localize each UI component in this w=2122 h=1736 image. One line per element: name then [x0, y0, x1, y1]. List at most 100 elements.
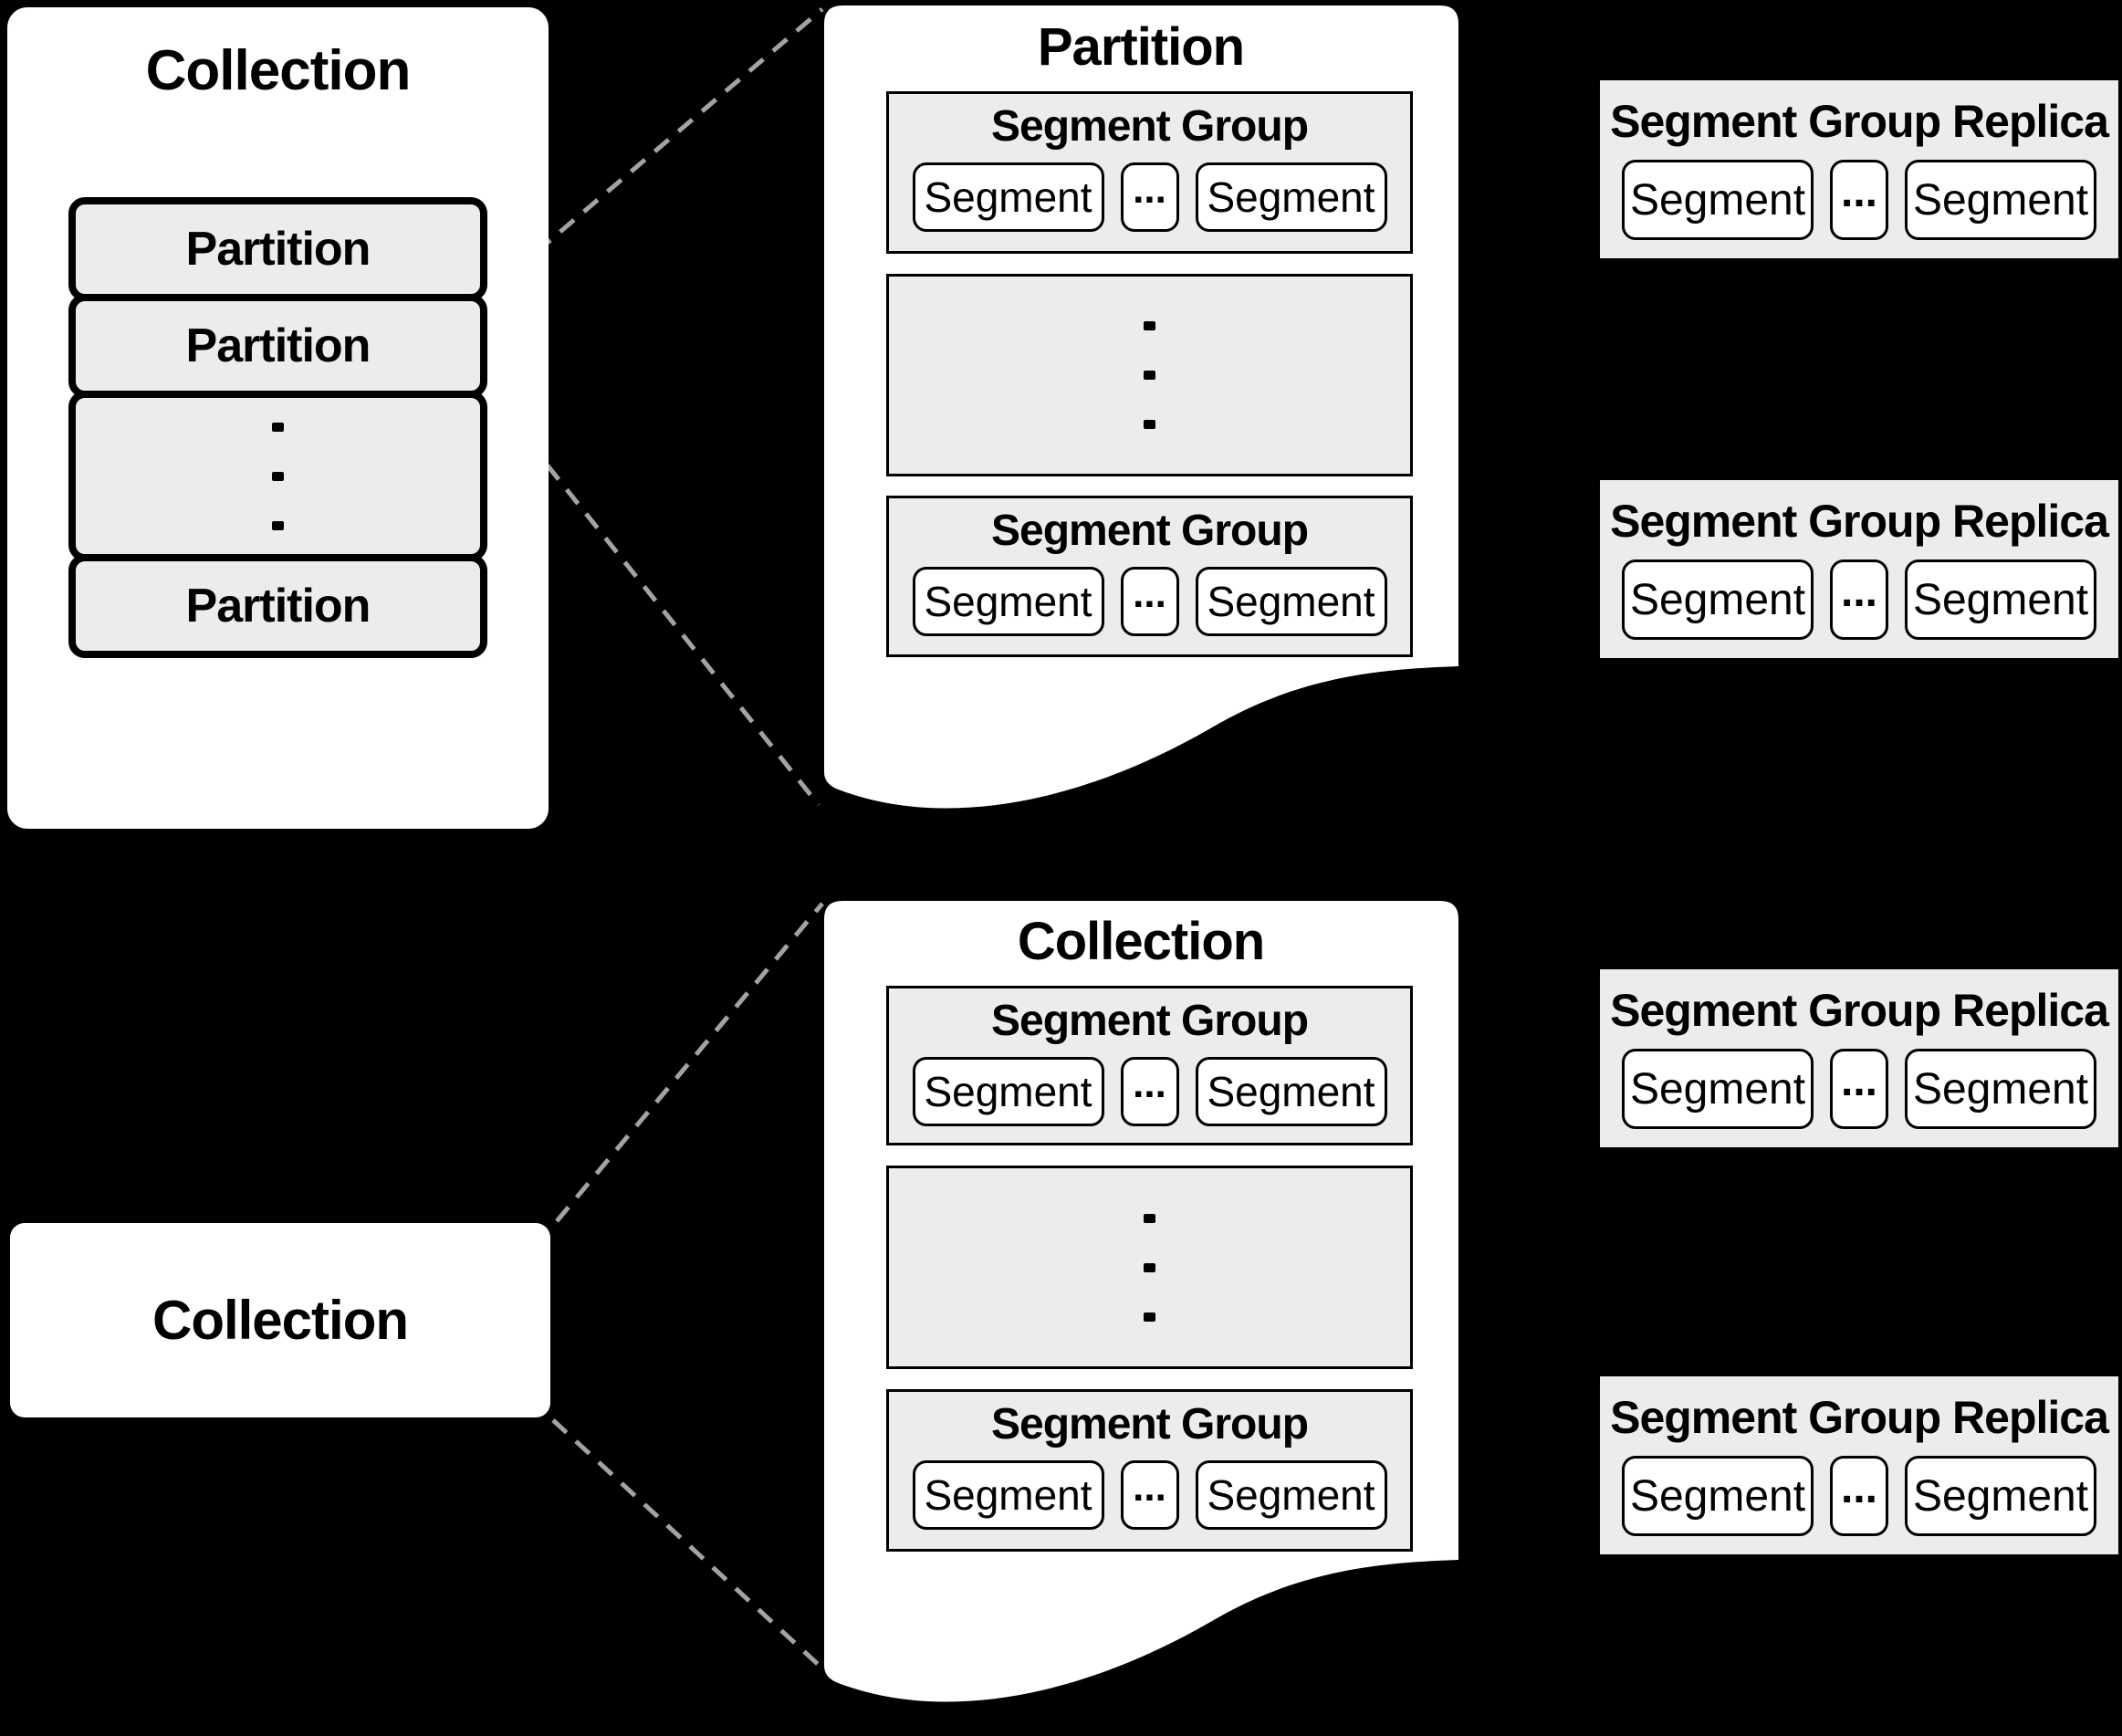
segment-group-box: Segment Group Segment ... Segment [886, 1389, 1413, 1552]
ellipsis-dot [1144, 1262, 1155, 1272]
segment-label: Segment [1207, 173, 1375, 221]
segment-label: Segment [924, 578, 1092, 625]
connector-collection-to-page-top [555, 902, 824, 1223]
segment-group-replica-box: Segment Group Replica Segment ... Segmen… [1600, 1376, 2118, 1554]
partition-row-label: Partition [185, 580, 371, 633]
partition-row-label: Partition [185, 319, 371, 372]
segment-row: Segment ... Segment [889, 567, 1410, 636]
segment-group-title: Segment Group [990, 507, 1309, 555]
ellipsis-box: ... [1120, 162, 1179, 232]
segment-row: Segment ... Segment [1600, 559, 2118, 640]
segment-group-title: Segment Group [990, 1400, 1309, 1448]
ellipsis-box: ... [1830, 1456, 1888, 1536]
connector-partition-to-page-bottom [487, 391, 821, 807]
segment-label: Segment [1629, 1471, 1806, 1521]
ellipsis-box: ... [1830, 1049, 1888, 1129]
segment-label: Segment [924, 1068, 1092, 1115]
ellipsis-box: ... [1830, 559, 1888, 640]
segment-box: Segment [912, 162, 1104, 232]
partition-row-1: Partition [68, 197, 487, 301]
segment-box: Segment [1622, 1049, 1814, 1129]
vertical-ellipsis [889, 1168, 1410, 1366]
segment-label: Segment [1912, 1471, 2089, 1521]
ellipsis-dot [1144, 420, 1155, 429]
segment-label: Segment [1629, 1064, 1806, 1114]
segment-box: Segment [1195, 1057, 1387, 1126]
segment-box: Segment [1622, 160, 1814, 240]
replica-title: Segment Group Replica [1610, 496, 2109, 547]
partition-row-label: Partition [185, 223, 371, 276]
segment-label: Segment [1207, 1471, 1375, 1519]
segment-box: Segment [1195, 1460, 1387, 1530]
ellipsis-label: ... [1840, 1056, 1877, 1105]
partition-ellipsis-row [68, 391, 487, 561]
ellipsis-dot [1144, 1213, 1155, 1223]
ellipsis-box: ... [1120, 1057, 1179, 1126]
segment-box: Segment [1195, 162, 1387, 232]
ellipsis-label: ... [1133, 167, 1166, 212]
segment-group-box: Segment Group Segment ... Segment [886, 91, 1413, 254]
vertical-ellipsis [272, 398, 284, 554]
segment-row: Segment ... Segment [889, 1057, 1410, 1126]
segment-group-box: Segment Group Segment ... Segment [886, 986, 1413, 1145]
partition-stack: Partition Partition Partition [68, 197, 487, 658]
segment-row: Segment ... Segment [1600, 1456, 2118, 1536]
ellipsis-box: ... [1120, 1460, 1179, 1530]
partition-row-3: Partition [68, 554, 487, 658]
ellipsis-label: ... [1133, 1061, 1166, 1106]
ellipsis-box: ... [1830, 160, 1888, 240]
segment-group-box: Segment Group Segment ... Segment [886, 496, 1413, 657]
ellipsis-label: ... [1840, 567, 1877, 616]
segment-box: Segment [1905, 559, 2096, 640]
segment-label: Segment [1207, 578, 1375, 625]
ellipsis-dot [272, 520, 284, 530]
segment-group-replica-box: Segment Group Replica Segment ... Segmen… [1600, 480, 2118, 658]
ellipsis-dot [272, 422, 284, 432]
replica-title: Segment Group Replica [1610, 1392, 2109, 1443]
segment-group-ellipsis-box [886, 1166, 1413, 1369]
segment-box: Segment [912, 567, 1104, 636]
ellipsis-label: ... [1133, 571, 1166, 616]
collection-page-title: Collection [1017, 912, 1265, 971]
segment-label: Segment [1912, 575, 2089, 624]
partition-page-title: Partition [1037, 17, 1245, 77]
ellipsis-label: ... [1133, 1465, 1166, 1510]
ellipsis-label: ... [1840, 1463, 1877, 1512]
segment-label: Segment [1912, 175, 2089, 225]
replica-title: Segment Group Replica [1610, 96, 2109, 147]
ellipsis-dot [1144, 321, 1155, 330]
segment-group-ellipsis-box [886, 274, 1413, 476]
segment-box: Segment [1905, 160, 2096, 240]
collection-panel: Collection Partition Partition Partitio [7, 7, 549, 829]
segment-row: Segment ... Segment [1600, 1049, 2118, 1129]
collection-node-label: Collection [152, 1290, 409, 1351]
ellipsis-label: ... [1840, 167, 1877, 216]
segment-box: Segment [912, 1460, 1104, 1530]
vertical-ellipsis [889, 277, 1410, 474]
segment-group-title: Segment Group [990, 997, 1309, 1045]
ellipsis-dot [1144, 371, 1155, 380]
replica-title: Segment Group Replica [1610, 985, 2109, 1036]
ellipsis-dot [272, 471, 284, 481]
segment-box: Segment [1622, 559, 1814, 640]
segment-group-replica-box: Segment Group Replica Segment ... Segmen… [1600, 969, 2118, 1147]
segment-label: Segment [1629, 575, 1806, 624]
segment-label: Segment [924, 173, 1092, 221]
segment-label: Segment [1207, 1068, 1375, 1115]
segment-label: Segment [1912, 1064, 2089, 1114]
segment-label: Segment [924, 1471, 1092, 1519]
segment-group-replica-box: Segment Group Replica Segment ... Segmen… [1600, 80, 2118, 258]
segment-box: Segment [1195, 567, 1387, 636]
collection-panel-title: Collection [145, 39, 412, 102]
segment-box: Segment [912, 1057, 1104, 1126]
segment-box: Segment [1622, 1456, 1814, 1536]
ellipsis-dot [1144, 1312, 1155, 1322]
segment-group-title: Segment Group [990, 102, 1309, 151]
segment-row: Segment ... Segment [889, 1460, 1410, 1530]
ellipsis-box: ... [1120, 567, 1179, 636]
segment-row: Segment ... Segment [1600, 160, 2118, 240]
segment-row: Segment ... Segment [889, 162, 1410, 232]
collection-node: Collection [10, 1223, 550, 1417]
segment-label: Segment [1629, 175, 1806, 225]
